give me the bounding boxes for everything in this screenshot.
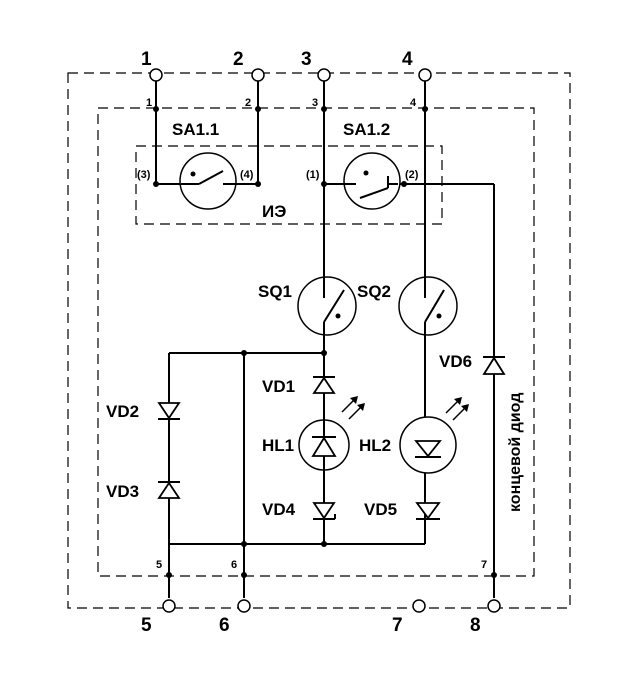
terminal-label-5: 5 bbox=[141, 615, 152, 636]
inner-pin-label-4: 4 bbox=[410, 97, 417, 109]
switch-label-sa1-1: SA1.1 bbox=[172, 120, 219, 139]
inner-pins-top: 1 2 3 4 bbox=[146, 97, 428, 112]
led-label-hl1: HL1 bbox=[262, 436, 294, 455]
terminal-label-2: 2 bbox=[233, 49, 244, 70]
terminal-1 bbox=[149, 68, 163, 82]
limit-switch-sq1: SQ1 bbox=[258, 276, 357, 336]
limit-switch-label-sq2: SQ2 bbox=[357, 282, 391, 301]
diode-label-vd1: VD1 bbox=[262, 377, 295, 396]
diode-vd1: VD1 bbox=[262, 376, 336, 396]
diode-label-vd3: VD3 bbox=[106, 482, 139, 501]
switch-sa1-2: SA1.2 (1) (2) bbox=[306, 120, 419, 210]
terminal-label-7: 7 bbox=[392, 615, 403, 636]
switch-pin-4: (4) bbox=[240, 169, 254, 181]
terminal-label-8: 8 bbox=[470, 615, 481, 636]
diode-label-vd4: VD4 bbox=[262, 500, 296, 519]
switch-sa1-1: SA1.1 (3) (4) bbox=[137, 120, 261, 210]
led-label-hl2: HL2 bbox=[359, 436, 391, 455]
diode-vd2: VD2 bbox=[106, 402, 181, 421]
diode-label-vd5: VD5 bbox=[364, 500, 397, 519]
terminal-5 bbox=[162, 599, 176, 613]
switch-label-sa1-2: SA1.2 bbox=[343, 120, 390, 139]
terminal-8 bbox=[487, 599, 501, 613]
inner-pin-label-5: 5 bbox=[156, 559, 162, 571]
limit-switch-sq2: SQ2 bbox=[357, 276, 458, 336]
end-diode-note: концевой диод bbox=[507, 393, 524, 512]
terminal-label-4: 4 bbox=[402, 49, 413, 70]
junction-dots bbox=[241, 350, 327, 547]
inner-enclosure-outline bbox=[97, 107, 535, 577]
bottom-terminals: 5 6 7 8 bbox=[141, 599, 501, 636]
block-label: ИЭ bbox=[262, 202, 286, 221]
inner-pin-label-3: 3 bbox=[312, 97, 318, 109]
diode-vd3: VD3 bbox=[106, 481, 181, 501]
terminal-7 bbox=[412, 599, 426, 613]
inner-pin-label-1: 1 bbox=[146, 97, 152, 109]
top-terminals: 1 2 3 4 bbox=[141, 49, 432, 82]
switch-pin-2: (2) bbox=[405, 169, 419, 181]
diode-label-vd6: VD6 bbox=[439, 352, 472, 371]
terminal-label-1: 1 bbox=[141, 49, 152, 70]
switch-pin-1: (1) bbox=[306, 169, 320, 181]
terminal-4 bbox=[418, 68, 432, 82]
inner-pin-label-6: 6 bbox=[231, 559, 237, 571]
terminal-label-3: 3 bbox=[301, 49, 312, 70]
led-hl1: HL1 bbox=[262, 396, 365, 471]
diode-label-vd2: VD2 bbox=[106, 402, 139, 421]
wires bbox=[155, 81, 495, 598]
switch-pin-3: (3) bbox=[137, 169, 151, 181]
diode-vd4: VD4 bbox=[262, 500, 336, 520]
terminal-label-6: 6 bbox=[219, 615, 230, 636]
inner-pins-bottom: 5 6 7 bbox=[156, 559, 497, 578]
inner-pin-label-7: 7 bbox=[481, 559, 487, 571]
terminal-2 bbox=[251, 68, 265, 82]
diode-vd5: VD5 bbox=[364, 500, 441, 520]
terminal-3 bbox=[317, 68, 331, 82]
diode-vd6: VD6 bbox=[439, 352, 506, 375]
outer-enclosure-outline bbox=[67, 72, 571, 609]
limit-switch-label-sq1: SQ1 bbox=[258, 282, 292, 301]
led-hl2: HL2 bbox=[359, 397, 469, 474]
terminal-6 bbox=[237, 599, 251, 613]
inner-pin-label-2: 2 bbox=[245, 97, 251, 109]
